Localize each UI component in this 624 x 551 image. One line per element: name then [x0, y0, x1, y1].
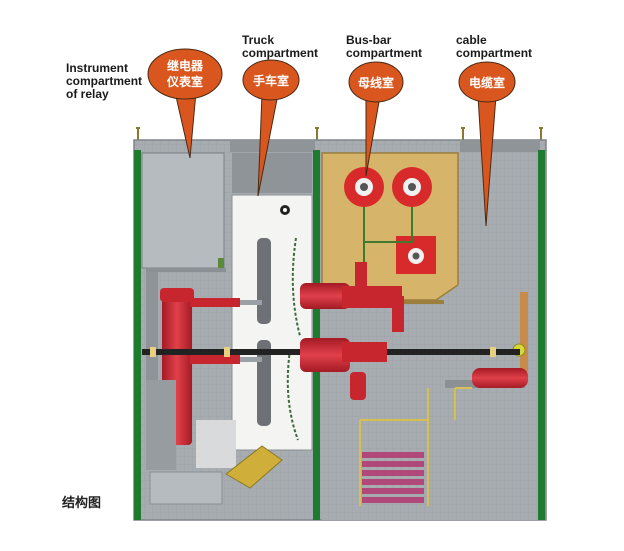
cable-duct [322, 440, 538, 520]
truck-top-plate [232, 153, 312, 193]
cable-terminal [472, 368, 528, 388]
earthing-switch-handle [225, 445, 283, 489]
relay-floor [146, 268, 226, 272]
bubble-cable: 电缆室 [469, 75, 505, 90]
contact-box-upper [300, 262, 404, 332]
shutter-upper [291, 237, 301, 337]
busbar-upper-right [392, 167, 432, 207]
busbar-upper-left [344, 167, 384, 207]
truck-base [149, 471, 223, 505]
figure-caption: 结构图 [62, 496, 102, 511]
bubble-relay-line1: 继电器 [167, 58, 204, 73]
callout-truck: 手车室 [242, 59, 300, 197]
surge-arrester [520, 292, 528, 372]
contact-box-lower [300, 338, 387, 400]
roof-plate-right [460, 140, 540, 152]
heater-coil [362, 452, 424, 503]
label-busbar-compartment: Bus-bar compartment [346, 33, 423, 60]
earthing-wiring [359, 387, 472, 506]
callout-cable: 电缆室 [458, 61, 516, 227]
relay-compartment [141, 152, 225, 269]
roof-plate-left [230, 140, 315, 152]
viewing-hole-center [283, 208, 287, 212]
label-truck-compartment: Truck compartment [242, 33, 319, 60]
lifting-hooks [136, 127, 543, 140]
cable-compartment-upper [460, 153, 537, 293]
bubble-truck: 手车室 [253, 73, 289, 88]
busbar-links [363, 207, 413, 265]
truck-chassis [196, 420, 236, 468]
bubble-relay-line2: 仪表室 [166, 74, 203, 89]
label-cable-compartment: cable compartment [456, 33, 533, 60]
truck-compartment [231, 194, 313, 451]
callout-busbar: 母线室 [348, 61, 404, 177]
bubble-busbar: 母线室 [358, 75, 394, 90]
shutter-lower [286, 349, 299, 441]
green-frame [134, 150, 545, 520]
relay-terminal [218, 258, 224, 268]
callout-relay: 继电器 仪表室 [147, 48, 223, 159]
label-instrument-compartment: Instrument compartment of relay [66, 61, 143, 101]
